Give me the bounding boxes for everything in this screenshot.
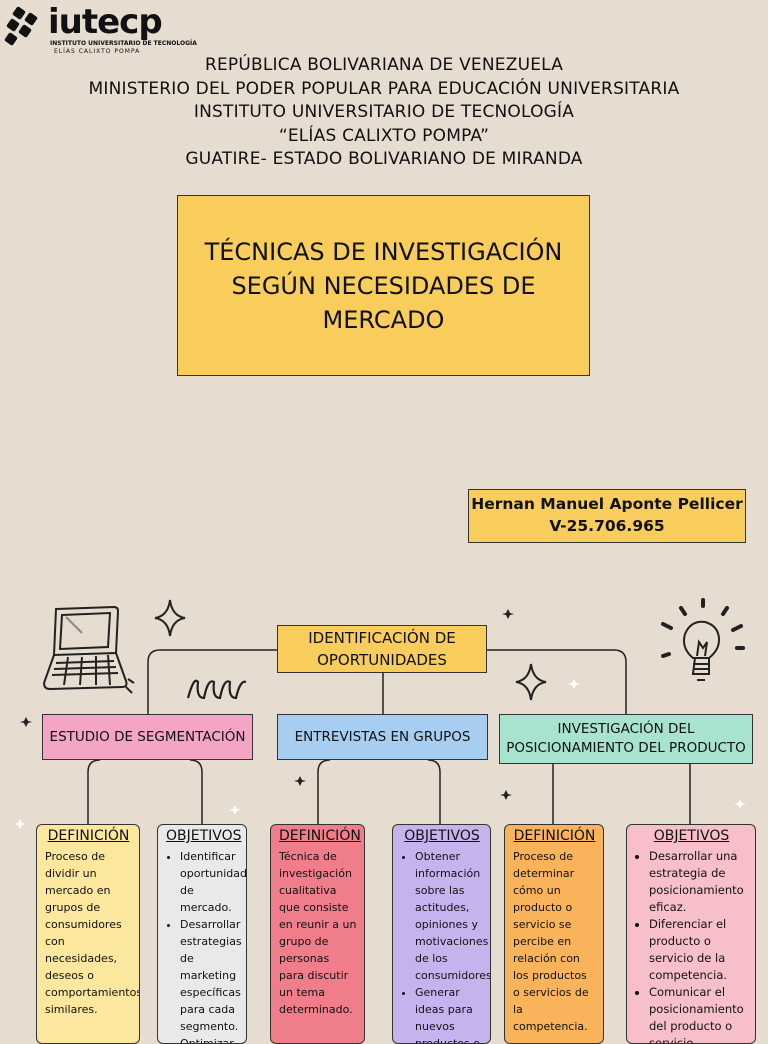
author-box: Hernan Manuel Aponte Pellicer V-25.706.9… bbox=[468, 489, 746, 543]
definition-card-segmentation: DEFINICIÓN Proceso de dividir un mercado… bbox=[36, 824, 140, 1044]
institution-line: MINISTERIO DEL PODER POPULAR PARA EDUCAC… bbox=[88, 78, 680, 99]
list-item: Desarrollar estrategias de marketing esp… bbox=[180, 916, 242, 1035]
institution-line: “ELÍAS CALIXTO POMPA” bbox=[278, 125, 490, 146]
card-text: Técnica de investigación cualitativa que… bbox=[279, 850, 357, 1016]
laptop-icon bbox=[42, 605, 135, 694]
category-label: INVESTIGACIÓN DEL POSICIONAMIENTO DEL PR… bbox=[506, 721, 746, 756]
institution-header: REPÚBLICA BOLIVARIANA DE VENEZUELA MINIS… bbox=[0, 54, 768, 172]
list-item: Generar ideas para nuevos productos o bbox=[415, 984, 483, 1043]
sparkle-icon bbox=[154, 599, 186, 637]
category-label: ESTUDIO DE SEGMENTACIÓN bbox=[49, 729, 246, 745]
card-heading: OBJETIVOS bbox=[166, 828, 242, 844]
list-item: Desarrollar una estrategia de posicionam… bbox=[649, 848, 748, 916]
sparkle-icon bbox=[515, 663, 547, 701]
card-heading: OBJETIVOS bbox=[404, 828, 480, 844]
page-title-text: TÉCNICAS DE INVESTIGACIÓN SEGÚN NECESIDA… bbox=[204, 237, 563, 334]
definition-card-group-interviews: DEFINICIÓN Técnica de investigación cual… bbox=[270, 824, 365, 1044]
definition-card-positioning: DEFINICIÓN Proceso de determinar cómo un… bbox=[504, 824, 604, 1044]
objectives-card-segmentation: OBJETIVOS Identificar oportunidades de m… bbox=[157, 824, 247, 1044]
list-item: Optimizar la bbox=[180, 1035, 239, 1043]
category-positioning: INVESTIGACIÓN DEL POSICIONAMIENTO DEL PR… bbox=[499, 714, 753, 764]
list-item: Identificar oportunidades de mercado. bbox=[180, 848, 246, 916]
category-label: ENTREVISTAS EN GRUPOS bbox=[294, 729, 471, 745]
institution-line: REPÚBLICA BOLIVARIANA DE VENEZUELA bbox=[204, 55, 564, 75]
category-segmentation: ESTUDIO DE SEGMENTACIÓN bbox=[42, 714, 253, 760]
institution-line: GUATIRE- ESTADO BOLIVARIANO DE MIRANDA bbox=[185, 149, 583, 169]
page-title: TÉCNICAS DE INVESTIGACIÓN SEGÚN NECESIDA… bbox=[177, 195, 590, 376]
card-heading: DEFINICIÓN bbox=[513, 828, 596, 844]
list-item: Diferenciar el producto o servicio de la… bbox=[649, 916, 748, 984]
logo-subtitle-2: ELÍAS CALIXTO POMPA bbox=[54, 48, 141, 55]
card-heading: DEFINICIÓN bbox=[279, 828, 361, 844]
card-text: Proceso de determinar cómo un producto o… bbox=[513, 850, 589, 1033]
objectives-card-positioning: OBJETIVOS Desarrollar una estrategia de … bbox=[626, 824, 756, 1044]
card-heading: DEFINICIÓN bbox=[47, 828, 130, 844]
logo-subtitle: INSTITUTO UNIVERSITARIO DE TECNOLOGÍA bbox=[50, 40, 197, 47]
logo-wordmark: iutecp bbox=[48, 2, 163, 42]
objectives-list: Obtener información sobre las actitudes,… bbox=[401, 848, 490, 1043]
objectives-card-group-interviews: OBJETIVOS Obtener información sobre las … bbox=[392, 824, 491, 1044]
root-node-label: IDENTIFICACIÓN DE OPORTUNIDADES bbox=[308, 629, 456, 669]
category-group-interviews: ENTREVISTAS EN GRUPOS bbox=[277, 714, 488, 760]
lightbulb-icon bbox=[661, 598, 745, 681]
logo: iutecp INSTITUTO UNIVERSITARIO DE TECNOL… bbox=[4, 2, 197, 56]
root-node: IDENTIFICACIÓN DE OPORTUNIDADES bbox=[277, 625, 487, 673]
list-item: Obtener información sobre las actitudes,… bbox=[415, 848, 490, 984]
squiggle-icon bbox=[186, 679, 247, 700]
list-item: Comunicar el posicionamiento del product… bbox=[649, 984, 748, 1043]
card-heading: OBJETIVOS bbox=[653, 828, 730, 844]
institution-line: INSTITUTO UNIVERSITARIO DE TECNOLOGÍA bbox=[193, 102, 575, 122]
card-text: Proceso de dividir un mercado en grupos … bbox=[45, 850, 140, 1016]
logo-mark-icon bbox=[4, 6, 38, 46]
objectives-list: Identificar oportunidades de mercado. De… bbox=[166, 848, 246, 1043]
author-name: Hernan Manuel Aponte Pellicer bbox=[471, 495, 743, 513]
objectives-list: Desarrollar una estrategia de posicionam… bbox=[635, 848, 748, 1043]
author-id: V-25.706.965 bbox=[549, 517, 665, 535]
